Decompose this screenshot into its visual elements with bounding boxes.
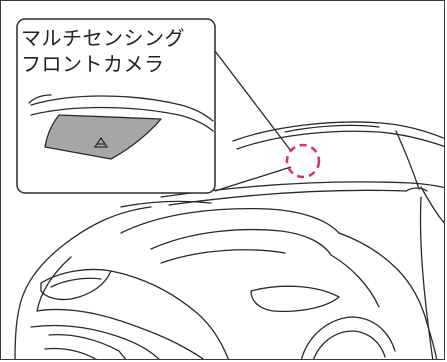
callout-label-line1: マルチセンシング: [21, 26, 185, 50]
callout-leader-lines: [214, 50, 292, 192]
camera-housing: [44, 114, 162, 160]
car-outline: [14, 121, 444, 359]
callout-label-line2: フロントカメラ: [21, 52, 165, 76]
callout-inset-windshield: [28, 94, 214, 132]
camera-location-marker: [285, 143, 321, 179]
camera-lens-icon: [93, 136, 109, 148]
callout-label: マルチセンシング フロントカメラ: [21, 25, 185, 77]
